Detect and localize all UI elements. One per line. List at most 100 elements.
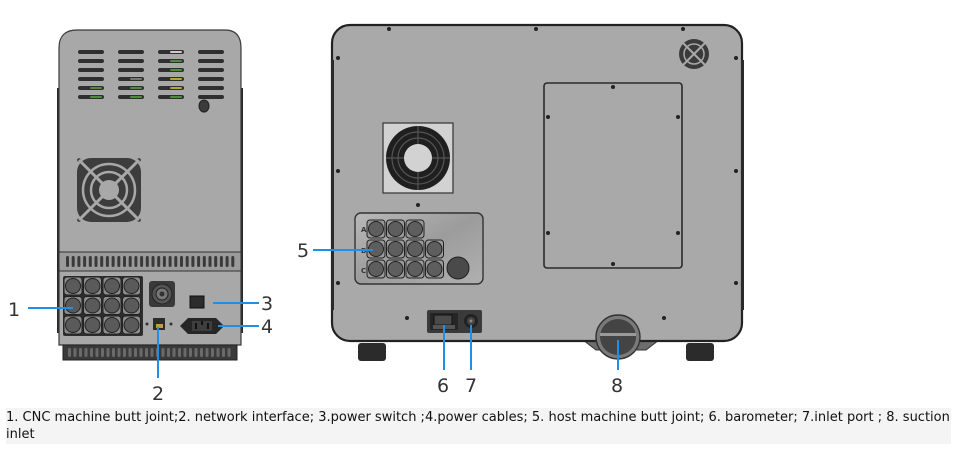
screw <box>534 27 538 31</box>
grille-slot <box>208 256 212 267</box>
grille-slot <box>219 256 223 267</box>
vent-slot <box>198 77 224 81</box>
left-foot <box>358 343 386 361</box>
connector-port-socket <box>123 317 140 333</box>
device-diagram: A B C 1 2 <box>8 23 744 400</box>
exhaust-fan-icon <box>382 122 454 194</box>
power-cable-inlet[interactable] <box>180 318 224 334</box>
connector-port-socket <box>123 297 140 314</box>
cooling-fan-icon <box>77 158 141 222</box>
grille-slot <box>216 348 220 357</box>
grille-slot <box>111 256 115 267</box>
grille-slot <box>145 348 148 357</box>
connector-port-socket <box>104 317 120 333</box>
middle-grille <box>58 251 242 272</box>
vent-slot <box>198 50 224 54</box>
host-machine-rear-view: A B C <box>330 23 744 361</box>
inlet-port[interactable] <box>464 314 478 328</box>
connector-port-socket <box>65 297 81 314</box>
connector-port-socket <box>65 317 81 333</box>
screw <box>734 281 738 285</box>
grille-slot <box>95 348 99 357</box>
round-connector-icon <box>149 281 175 307</box>
vent-slot <box>118 59 144 63</box>
grille-slot <box>112 348 115 357</box>
callout-7: 7 <box>465 325 477 397</box>
callout-5: 5 <box>297 240 373 262</box>
vent-slot <box>118 50 144 54</box>
grille-slot <box>66 256 69 267</box>
connector-port-socket <box>84 278 101 294</box>
connector-port-socket <box>387 261 404 277</box>
vent-slot <box>78 59 104 63</box>
cnc-butt-joint-panel <box>63 276 143 336</box>
callout-1: 1 <box>8 299 73 321</box>
grille-slot <box>90 348 93 357</box>
grille-slot <box>128 256 132 267</box>
host-screws <box>336 27 738 320</box>
grille-slot <box>178 348 181 357</box>
power-switch[interactable] <box>189 295 205 309</box>
grille-slot <box>191 256 195 267</box>
connector-port-socket <box>123 278 140 294</box>
network-interface-port[interactable] <box>145 318 173 330</box>
grille-slot <box>77 256 81 267</box>
screw <box>734 169 738 173</box>
grille-slot <box>167 348 170 357</box>
grille-slot <box>106 348 110 357</box>
vent-slot <box>118 68 144 72</box>
screw <box>416 203 420 207</box>
grille-slot <box>157 256 161 267</box>
grille-slot <box>189 348 192 357</box>
grille-slot <box>128 348 132 357</box>
access-panel-screws <box>546 85 680 266</box>
connector-port-socket <box>65 278 81 294</box>
callout-number-3: 3 <box>261 293 273 315</box>
connector-port-socket <box>368 261 384 277</box>
vent-slot <box>198 68 224 72</box>
connector-port-socket <box>407 261 423 277</box>
grille-slot <box>231 256 235 267</box>
grille-slot <box>88 256 92 267</box>
callout-number-6: 6 <box>437 375 449 397</box>
grille-slot <box>225 256 229 267</box>
screw <box>336 56 340 60</box>
vent-accent <box>170 60 182 62</box>
host-left-edge <box>331 60 334 310</box>
vent-accent <box>90 96 102 98</box>
port-row-label-c: C <box>361 267 366 275</box>
knob-icon <box>198 99 210 113</box>
vent-slot <box>78 50 104 54</box>
host-right-edge <box>741 60 744 310</box>
grille-slot <box>151 256 155 267</box>
grille-slot <box>172 348 176 357</box>
vent-slot <box>198 95 224 99</box>
suction-inlet[interactable] <box>595 314 641 360</box>
vent-accent <box>130 96 142 98</box>
host-butt-joint-panel: A B C <box>354 212 484 285</box>
screw <box>387 27 391 31</box>
callout-number-2: 2 <box>152 383 164 400</box>
screw <box>681 27 685 31</box>
vent-slot <box>78 68 104 72</box>
right-foot <box>686 343 714 361</box>
grille-slot <box>139 348 143 357</box>
grille-slot <box>68 348 71 357</box>
screw <box>336 169 340 173</box>
vent-slot <box>198 59 224 63</box>
connector-port-socket <box>387 241 404 257</box>
grille-slot <box>211 348 214 357</box>
grille-slot <box>101 348 104 357</box>
screw <box>405 316 409 320</box>
grille-slot <box>117 348 121 357</box>
grille-slot <box>202 256 206 267</box>
vent-accent <box>170 96 182 98</box>
grille-slot <box>183 348 187 357</box>
grille-slot <box>194 348 198 357</box>
top-vent-slots <box>78 50 224 99</box>
callout-3: 3 <box>213 293 273 315</box>
grille-slot <box>214 256 218 267</box>
grille-slot <box>73 348 77 357</box>
grille-slot <box>227 348 231 357</box>
grille-slot <box>222 348 225 357</box>
